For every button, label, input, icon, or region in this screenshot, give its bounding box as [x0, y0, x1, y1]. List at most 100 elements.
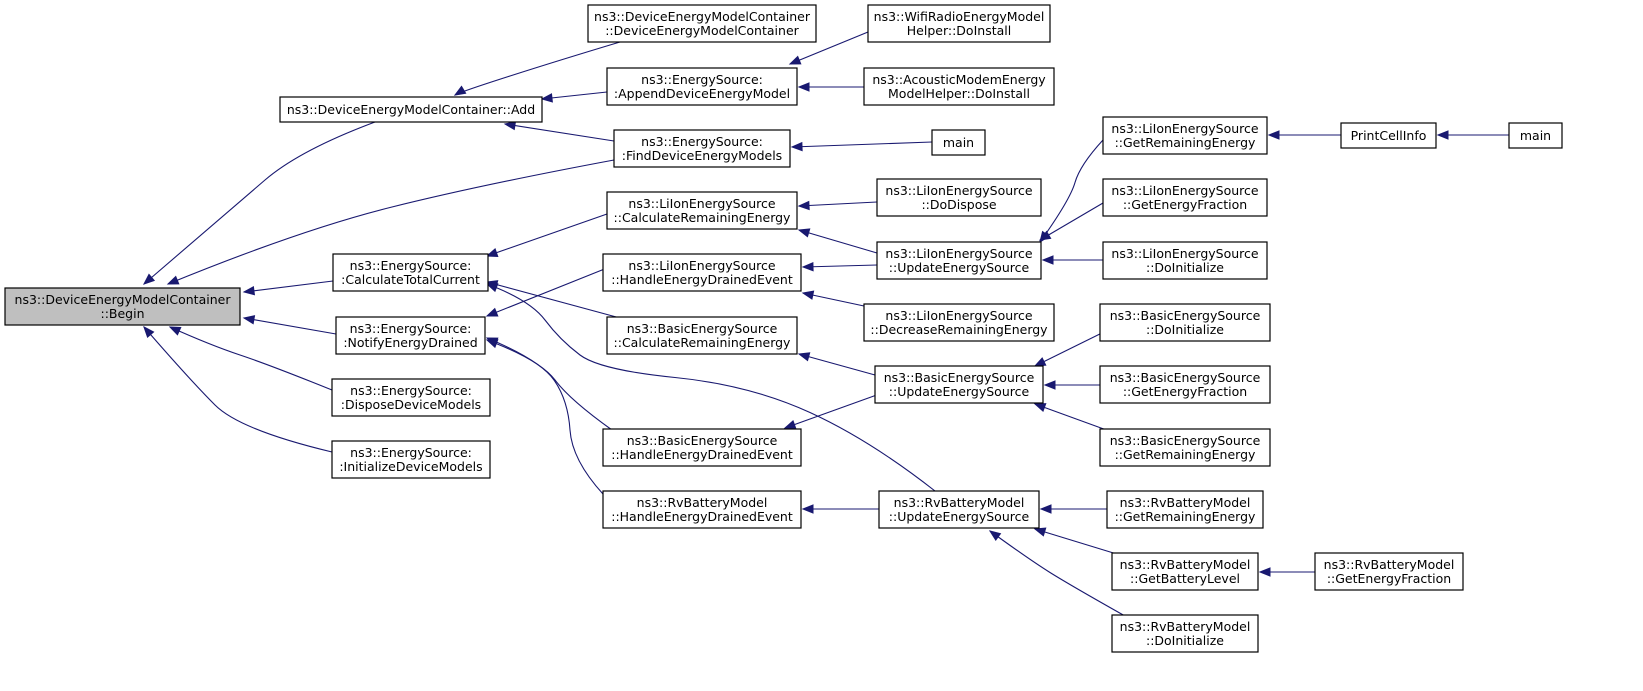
arrowhead-icon	[1041, 255, 1054, 265]
node-notify[interactable]: ns3::EnergySource::NotifyEnergyDrained	[335, 316, 486, 355]
node-basic_handle[interactable]: ns3::BasicEnergySource::HandleEnergyDrai…	[602, 428, 802, 467]
node-li_decrease[interactable]: ns3::LiIonEnergySource::DecreaseRemainin…	[863, 303, 1055, 342]
edge-acoustic-to-append	[797, 82, 864, 92]
node-label: main	[943, 135, 974, 150]
node-basic_update[interactable]: ns3::BasicEnergySource::UpdateEnergySour…	[874, 365, 1044, 404]
arrowhead-icon	[142, 273, 156, 285]
node-box	[613, 129, 791, 168]
edge-line	[486, 337, 604, 495]
node-label: ns3::RvBatteryModel	[1120, 495, 1251, 510]
node-li_getfrac[interactable]: ns3::LiIonEnergySource::GetEnergyFractio…	[1102, 178, 1268, 217]
node-label: ns3::LiIonEnergySource	[1111, 183, 1259, 198]
node-main2[interactable]: main	[1508, 122, 1563, 149]
node-li_getrem[interactable]: ns3::LiIonEnergySource::GetRemainingEner…	[1102, 116, 1268, 155]
arrowhead-icon	[540, 93, 553, 103]
edge-rv_getbatt-to-rv_update	[1033, 527, 1121, 556]
node-find[interactable]: ns3::EnergySource::FindDeviceEnergyModel…	[613, 129, 791, 168]
edge-basic_getfrac-to-basic_update	[1043, 380, 1100, 390]
edge-line	[486, 283, 936, 492]
node-calctotal[interactable]: ns3::EnergySource::CalculateTotalCurrent	[332, 253, 489, 292]
edge-line	[243, 280, 334, 293]
node-label: ::UpdateEnergySource	[889, 509, 1030, 524]
edge-rv_handle-to-notify	[485, 337, 604, 495]
node-li_handle[interactable]: ns3::LiIonEnergySource::HandleEnergyDrai…	[602, 253, 802, 292]
node-label: :DisposeDeviceModels	[341, 397, 481, 412]
arrowhead-icon	[1033, 357, 1047, 367]
edge-line	[1034, 327, 1113, 367]
edge-line	[169, 326, 333, 391]
edge-rv_getfrac-to-rv_getbatt	[1258, 567, 1315, 577]
node-main1[interactable]: main	[931, 129, 986, 156]
arrowhead-icon	[1258, 567, 1271, 577]
node-basic_doinit[interactable]: ns3::BasicEnergySource::DoInitialize	[1099, 303, 1271, 342]
node-box	[1102, 116, 1268, 155]
node-add[interactable]: ns3::DeviceEnergyModelContainer::Add	[279, 96, 543, 123]
edge-line	[167, 159, 615, 285]
arrowhead-icon	[1033, 403, 1047, 413]
node-label: ns3::RvBatteryModel	[1324, 557, 1455, 572]
node-acoustic[interactable]: ns3::AcousticModemEnergyModelHelper::DoI…	[863, 67, 1055, 106]
node-ctor[interactable]: ns3::DeviceEnergyModelContainer::DeviceE…	[587, 4, 817, 43]
edge-li_update-to-li_handle	[801, 261, 878, 272]
node-basic_getfrac[interactable]: ns3::BasicEnergySource::GetEnergyFractio…	[1099, 365, 1271, 404]
node-label: ::DeviceEnergyModelContainer	[605, 23, 799, 38]
node-append[interactable]: ns3::EnergySource::AppendDeviceEnergyMod…	[606, 67, 798, 106]
arrowhead-icon	[453, 85, 467, 96]
node-init[interactable]: ns3::EnergySource::InitializeDeviceModel…	[331, 440, 491, 479]
node-box	[863, 303, 1055, 342]
edge-li_dispose-to-li_calc	[797, 200, 878, 211]
node-label: ::UpdateEnergySource	[889, 384, 1030, 399]
node-label: ns3::BasicEnergySource	[1110, 433, 1261, 448]
node-label: ns3::EnergySource:	[350, 383, 472, 398]
arrowhead-icon	[801, 504, 814, 514]
edge-add-to-begin	[142, 121, 376, 285]
node-printcell[interactable]: PrintCellInfo	[1340, 122, 1437, 149]
arrowhead-icon	[1436, 130, 1449, 140]
node-li_dispose[interactable]: ns3::LiIonEnergySource::DoDispose	[876, 178, 1042, 217]
node-box	[931, 129, 986, 156]
node-label: ns3::EnergySource:	[350, 445, 472, 460]
node-basic_getrem[interactable]: ns3::BasicEnergySource::GetRemainingEner…	[1099, 428, 1271, 467]
edge-li_decrease-to-li_handle	[801, 290, 865, 307]
node-dispose[interactable]: ns3::EnergySource::DisposeDeviceModels	[331, 378, 491, 417]
edge-basic_update-to-basic_handle	[783, 391, 886, 429]
node-rv_getbatt[interactable]: ns3::RvBatteryModel::GetBatteryLevel	[1111, 552, 1259, 591]
node-box	[878, 490, 1040, 529]
edge-wifi-to-append	[788, 31, 869, 65]
edge-rv_getrem-to-rv_update	[1039, 504, 1107, 514]
node-label: ns3::DeviceEnergyModelContainer::Add	[287, 102, 535, 117]
edge-li_getrem-to-li_update	[1039, 139, 1104, 244]
node-label: ::DoDispose	[921, 197, 996, 212]
node-rv_getfrac[interactable]: ns3::RvBatteryModel::GetEnergyFraction	[1314, 552, 1464, 591]
node-label: ::GetEnergyFraction	[1123, 384, 1247, 399]
edge-line	[143, 326, 333, 453]
node-li_doinit[interactable]: ns3::LiIonEnergySource::DoInitialize	[1102, 241, 1268, 280]
node-label: :InitializeDeviceModels	[339, 459, 482, 474]
node-rv_doinit[interactable]: ns3::RvBatteryModel::DoInitialize	[1111, 614, 1259, 653]
node-label: ns3::RvBatteryModel	[637, 495, 768, 510]
node-li_calc[interactable]: ns3::LiIonEnergySource::CalculateRemaini…	[606, 191, 798, 230]
node-begin[interactable]: ns3::DeviceEnergyModelContainer::Begin	[4, 287, 241, 326]
node-label: ::UpdateEnergySource	[889, 260, 1030, 275]
node-li_update[interactable]: ns3::LiIonEnergySource::UpdateEnergySour…	[876, 241, 1042, 280]
edge-rv_update-to-calctotal	[485, 283, 936, 492]
node-box	[602, 253, 802, 292]
arrowhead-icon	[797, 200, 810, 211]
node-rv_getrem[interactable]: ns3::RvBatteryModel::GetRemainingEnergy	[1106, 490, 1264, 529]
node-rv_update[interactable]: ns3::RvBatteryModel::UpdateEnergySource	[878, 490, 1040, 529]
node-box	[332, 253, 489, 292]
edge-line	[1039, 139, 1104, 243]
node-wifi[interactable]: ns3::WifiRadioEnergyModelHelper::DoInsta…	[867, 4, 1051, 43]
node-label: :FindDeviceEnergyModels	[622, 148, 782, 163]
edge-find-to-add	[503, 120, 615, 142]
edge-line	[802, 264, 878, 268]
edge-line	[486, 213, 608, 257]
arrowhead-icon	[485, 307, 499, 317]
arrowhead-icon	[485, 337, 499, 347]
node-basic_calc[interactable]: ns3::BasicEnergySource::CalculateRemaini…	[606, 316, 798, 355]
edge-line	[798, 229, 878, 254]
edge-line	[784, 391, 886, 429]
node-label: ::DoInitialize	[1146, 633, 1224, 648]
node-box	[587, 4, 817, 43]
node-rv_handle[interactable]: ns3::RvBatteryModel::HandleEnergyDrained…	[602, 490, 802, 529]
